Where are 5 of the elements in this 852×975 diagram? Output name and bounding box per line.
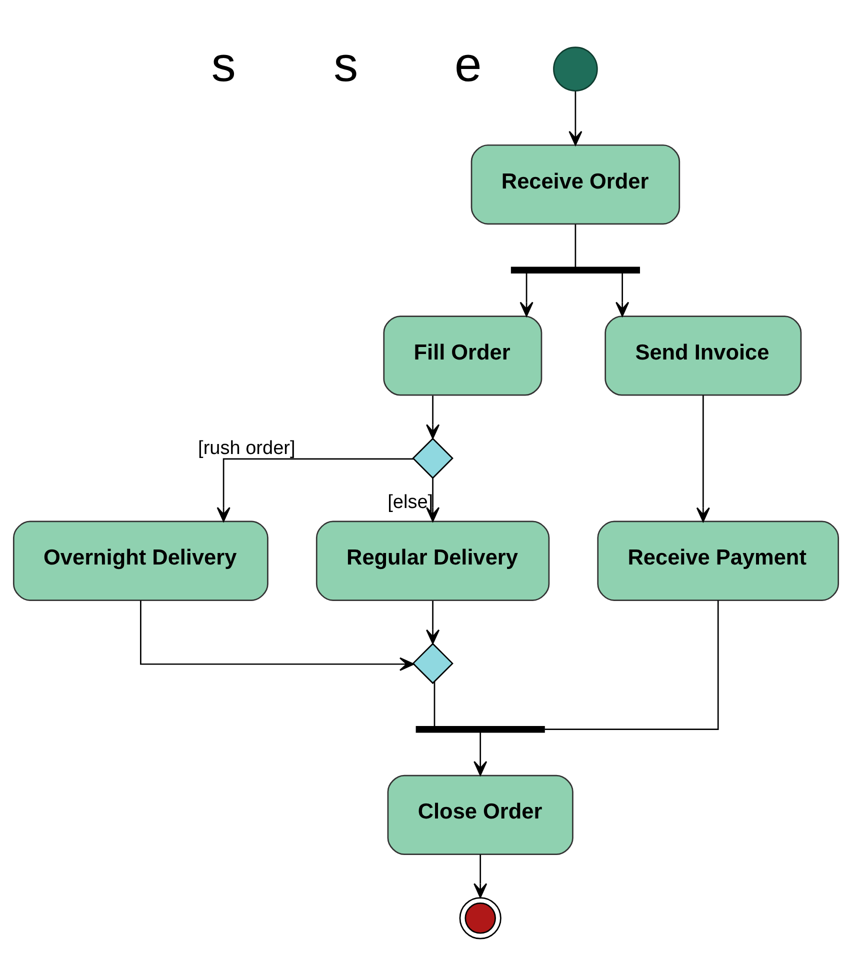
label: s bbox=[334, 38, 358, 92]
edge-label: [else] bbox=[388, 492, 434, 514]
edge-label: [rush order] bbox=[198, 438, 296, 459]
label: e bbox=[454, 38, 482, 92]
label: s bbox=[211, 38, 236, 92]
